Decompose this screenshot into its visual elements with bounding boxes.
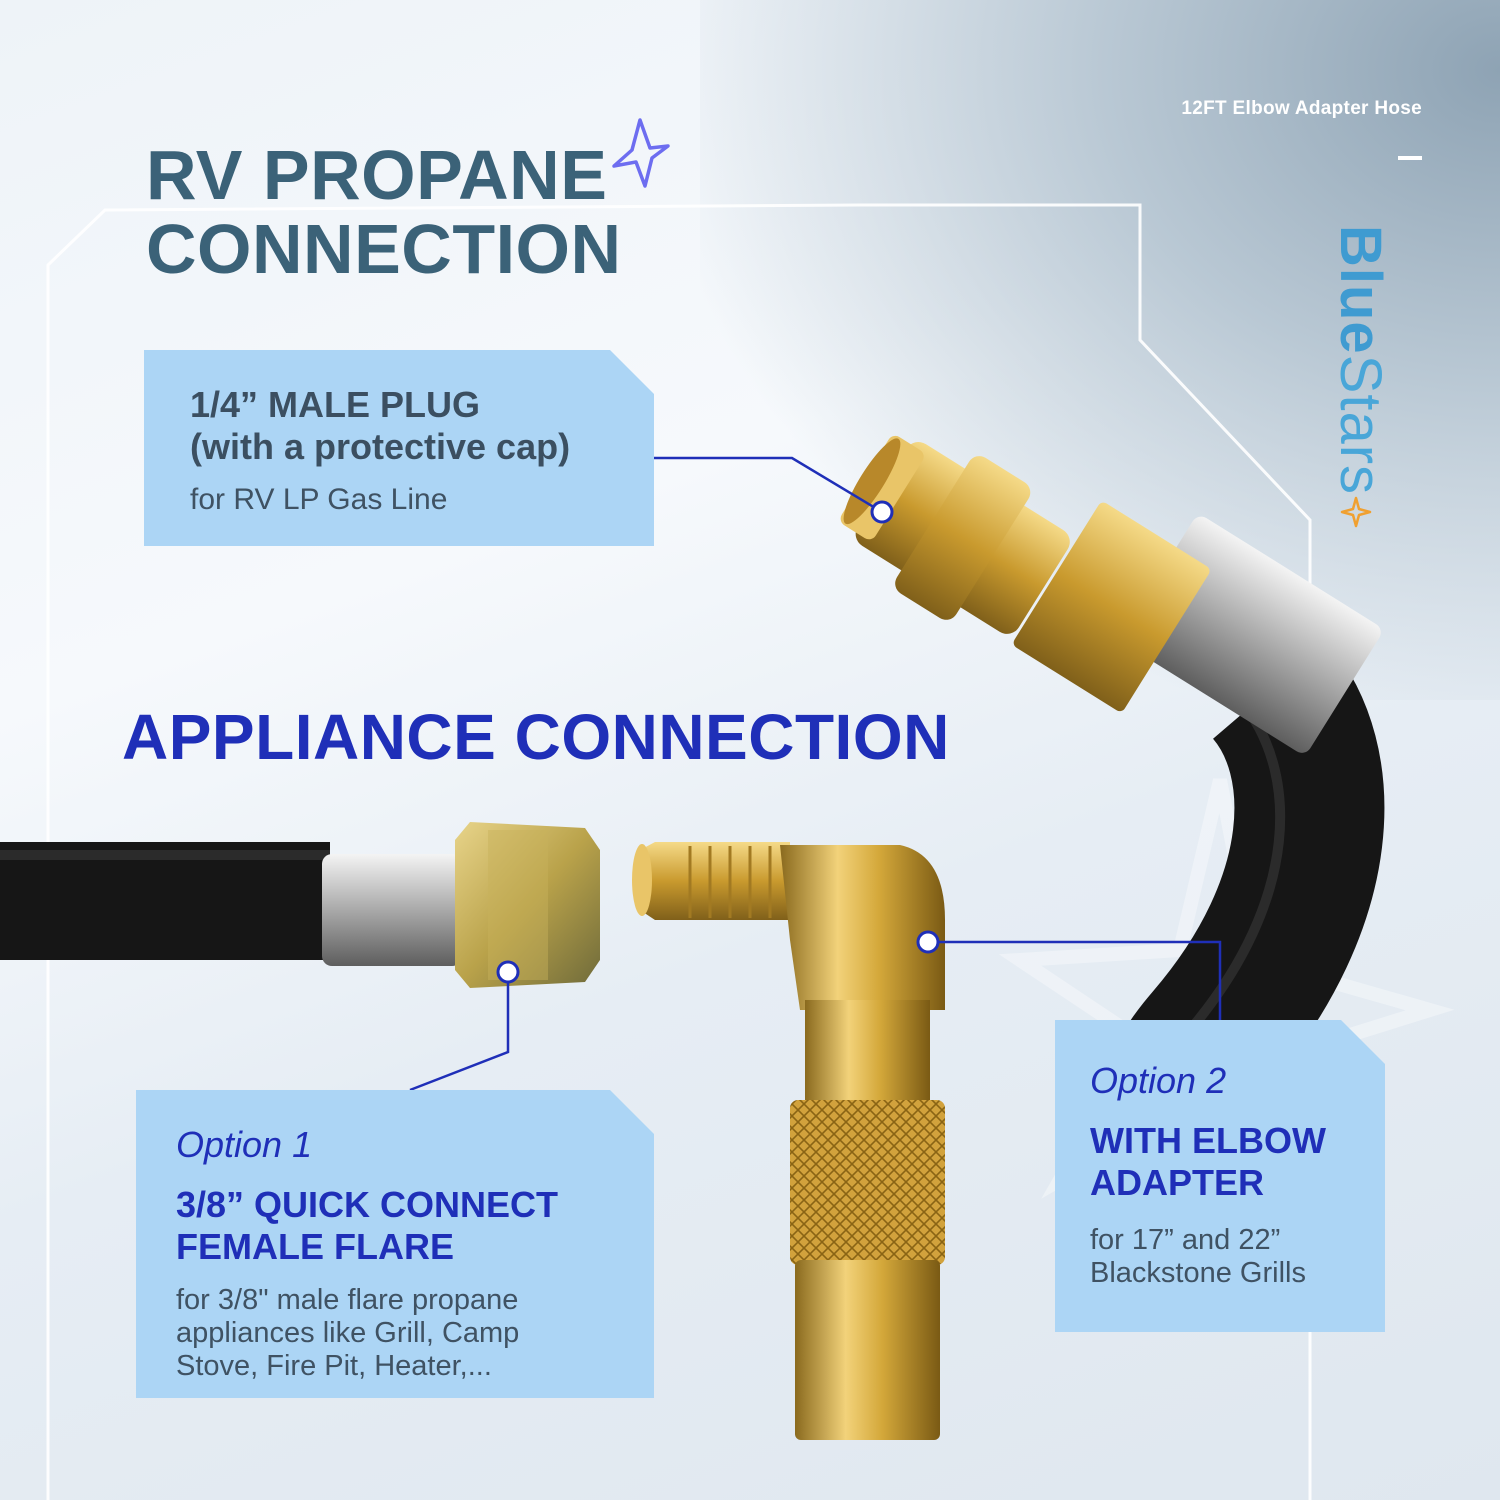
option2-callout: Option 2 WITH ELBOW ADAPTER for 17” and …: [1055, 1020, 1385, 1332]
appliance-connection-title: APPLIANCE CONNECTION: [122, 701, 950, 773]
option2-desc-line1: for 17” and 22”: [1090, 1224, 1281, 1256]
male-plug-subtext: for RV LP Gas Line: [190, 483, 448, 516]
marker-option1: [496, 960, 520, 984]
option1-desc-line2: appliances like Grill, Camp: [176, 1317, 520, 1349]
marker-option2: [916, 930, 940, 954]
option2-label: Option 2: [1090, 1060, 1227, 1101]
option2-description: for 17” and 22” Blackstone Grills: [1090, 1224, 1306, 1290]
rv-title-line2: CONNECTION: [146, 210, 622, 288]
elbow-adapter: [632, 842, 945, 1440]
rv-title-line1: RV PROPANE: [146, 136, 608, 214]
option1-desc-line3: Stove, Fire Pit, Heater,...: [176, 1350, 492, 1382]
option2-desc-line2: Blackstone Grills: [1090, 1257, 1306, 1289]
option1-callout: Option 1 3/8” QUICK CONNECT FEMALE FLARE…: [136, 1090, 654, 1398]
upper-hex-nut: [1013, 502, 1210, 712]
connector-plug: [654, 456, 883, 514]
knurled-sleeve: [790, 1100, 945, 1265]
option1-description: for 3/8" male flare propane appliances l…: [176, 1284, 519, 1383]
option1-heading: 3/8” QUICK CONNECT FEMALE FLARE: [176, 1184, 558, 1268]
option2-heading-line1: WITH ELBOW: [1090, 1120, 1326, 1161]
male-plug-callout: 1/4” MALE PLUG (with a protective cap) f…: [144, 350, 654, 546]
male-plug-body: [840, 435, 1070, 634]
marker-plug: [870, 500, 894, 524]
connector-option2: [928, 940, 1222, 1020]
option1-desc-line1: for 3/8" male flare propane: [176, 1284, 519, 1316]
hose-lower: [0, 842, 330, 960]
sparkle-star-icon: [612, 118, 670, 188]
option2-heading: WITH ELBOW ADAPTER: [1090, 1120, 1326, 1204]
frame-line: [46, 203, 1312, 1500]
option1-heading-line1: 3/8” QUICK CONNECT: [176, 1184, 559, 1225]
rv-propane-title: RV PROPANE CONNECTION: [146, 138, 622, 286]
product-tagline: 12FT Elbow Adapter Hose: [1181, 98, 1422, 119]
female-flare-nut: [455, 822, 600, 988]
male-plug-heading: 1/4” MALE PLUG (with a protective cap): [190, 384, 570, 468]
male-plug-heading-line1: 1/4” MALE PLUG: [190, 384, 481, 425]
brand-name-stars: Stars: [1328, 354, 1393, 496]
option1-heading-line2: FEMALE FLARE: [176, 1226, 454, 1267]
male-plug-heading-line2: (with a protective cap): [190, 426, 571, 467]
tagline-dash: [1398, 156, 1422, 160]
brand-logo: BlueStars: [1328, 225, 1393, 585]
connector-option1: [409, 972, 510, 1092]
lower-ferrule: [322, 854, 462, 966]
brand-name-blue: Blue: [1328, 225, 1393, 355]
brand-star-icon: [1341, 496, 1372, 528]
option1-label: Option 1: [176, 1124, 313, 1165]
option2-heading-line2: ADAPTER: [1090, 1162, 1265, 1203]
